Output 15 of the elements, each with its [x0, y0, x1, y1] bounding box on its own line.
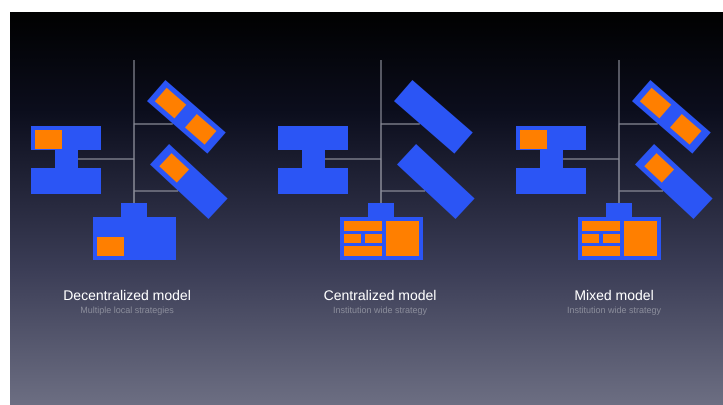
base-block	[340, 203, 423, 260]
connector-line	[133, 190, 178, 203]
model-subtitle: Multiple local strategies	[80, 305, 174, 315]
i-shaped-block	[516, 126, 586, 194]
model-title: Mixed model	[574, 287, 654, 303]
model-title: Centralized model	[324, 287, 436, 303]
model-subtitle: Institution wide strategy	[332, 305, 428, 315]
model-title: Decentralized model	[63, 287, 191, 303]
model-subtitle: Institution wide strategy	[566, 305, 662, 315]
connector-line	[380, 190, 426, 203]
i-shaped-block	[278, 126, 348, 194]
base-block	[93, 203, 176, 260]
base-block	[578, 203, 661, 260]
i-shaped-block	[31, 126, 101, 194]
connector-line	[618, 190, 664, 203]
